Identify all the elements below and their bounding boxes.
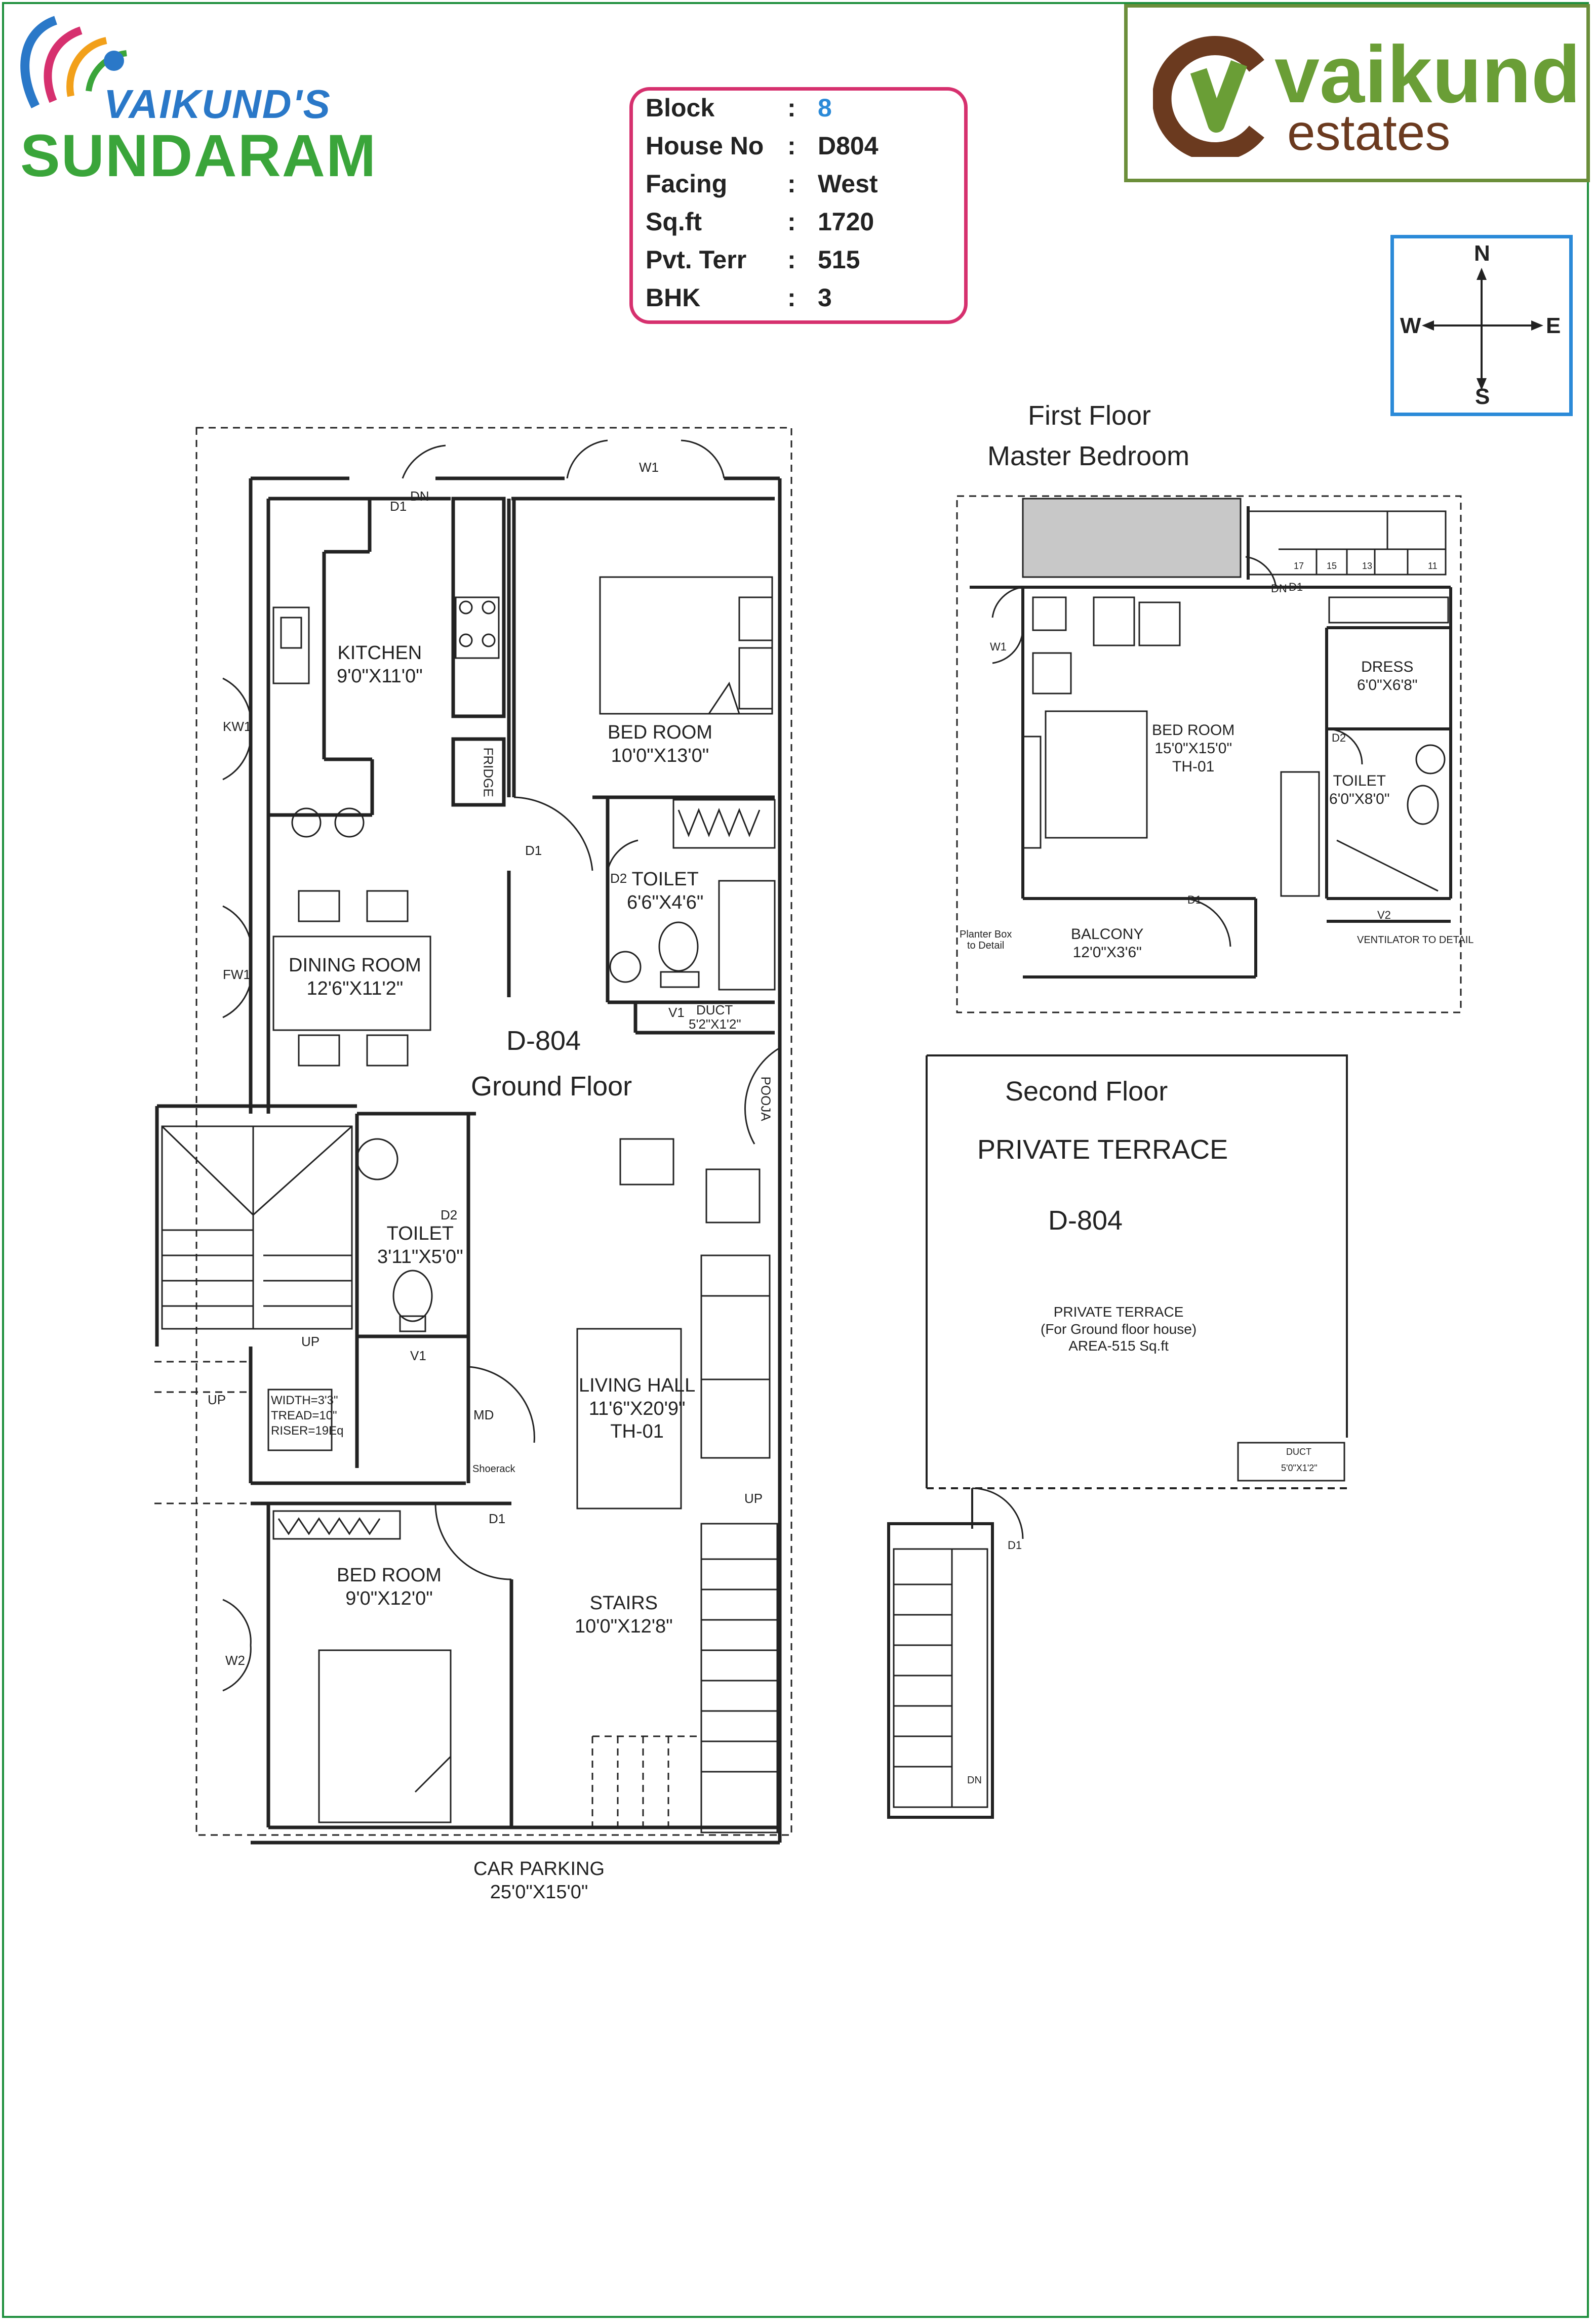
tag-up-stair: UP xyxy=(301,1334,320,1349)
tag-d1-bed2: D1 xyxy=(489,1511,506,1526)
ff-step-15: 15 xyxy=(1327,561,1337,571)
ff-tag-d1-balcony: D1 xyxy=(1187,893,1202,906)
ground-floor-walls xyxy=(155,476,782,1845)
tag-dn-top: DN xyxy=(410,488,429,504)
tag-duct: DUCT xyxy=(696,1002,733,1017)
compass-w: W xyxy=(1400,313,1421,338)
tag-w2: W2 xyxy=(225,1653,245,1668)
sf-tag-dn: DN xyxy=(967,1775,982,1786)
second-floor-subtitle: PRIVATE TERRACE xyxy=(977,1134,1228,1165)
compass-n: N xyxy=(1474,241,1490,266)
ground-floor-fixtures xyxy=(154,439,780,1833)
brand-estates: estates xyxy=(1287,104,1451,161)
sf-tag-d1: D1 xyxy=(1008,1539,1022,1552)
sf-tag-duct-size: 5'0"X1'2" xyxy=(1281,1463,1318,1473)
tag-shoerack: Shoerack xyxy=(472,1463,515,1475)
tag-fw1: FW1 xyxy=(223,967,251,982)
tag-v1: V1 xyxy=(668,1005,685,1020)
tag-up-left: UP xyxy=(208,1392,226,1407)
first-floor-fixtures xyxy=(991,510,1449,947)
tag-up-stairs: UP xyxy=(744,1491,763,1506)
compass-e: E xyxy=(1546,313,1561,338)
tag-v1-2: V1 xyxy=(410,1348,426,1363)
tag-fridge: FRIDGE xyxy=(481,747,496,797)
first-floor-title: First Floor xyxy=(1028,400,1151,431)
ff-step-13: 13 xyxy=(1362,561,1373,571)
ground-floor-unit: D-804 xyxy=(506,1026,581,1056)
ff-step-11: 11 xyxy=(1428,561,1438,571)
ff-tag-ventilator: VENTILATOR TO DETAIL xyxy=(1357,934,1474,946)
ff-tag-d2: D2 xyxy=(1332,731,1346,744)
ff-step-17: 17 xyxy=(1294,561,1304,571)
tag-d2-toilet2: D2 xyxy=(441,1207,458,1222)
ff-tag-w1: W1 xyxy=(990,640,1007,653)
brand-sundaram: SUNDARAM xyxy=(20,123,377,189)
tag-stair-spec: WIDTH=3'3"TREAD=10"RISER=19Eq xyxy=(271,1394,344,1438)
second-floor-unit: D-804 xyxy=(1048,1205,1123,1236)
tag-d1-bed: D1 xyxy=(525,843,542,858)
unit-info-box: Block:8 House No:D804 Facing:West Sq.ft:… xyxy=(629,87,968,324)
brand-vaikund: vaikund xyxy=(1274,29,1581,119)
tag-d1-top: D1 xyxy=(390,499,407,514)
ground-floor-outline xyxy=(195,427,792,1836)
tag-md: MD xyxy=(473,1407,494,1422)
ground-floor-title: Ground Floor xyxy=(471,1071,632,1102)
first-floor-subtitle: Master Bedroom xyxy=(987,441,1190,471)
brand-vaikunds: VAIKUND'S xyxy=(104,81,331,127)
vaikund-estates-logo: vaikund estates xyxy=(1124,4,1590,182)
ff-tag-dn: DN xyxy=(1271,582,1287,595)
second-floor-note: PRIVATE TERRACE(For Ground floor house)A… xyxy=(1041,1304,1197,1354)
compass: N S E W xyxy=(1390,235,1573,416)
sundaram-swirl-logo xyxy=(20,16,127,109)
tag-pooja: POOJA xyxy=(758,1076,774,1121)
compass-s: S xyxy=(1475,384,1490,409)
second-floor-title: Second Floor xyxy=(1005,1076,1168,1107)
compass-arrows-icon xyxy=(1422,268,1543,390)
ff-tag-d1: D1 xyxy=(1289,581,1303,593)
tag-d2-toilet: D2 xyxy=(610,871,627,886)
ff-tag-v2: V2 xyxy=(1377,909,1391,921)
tag-duct-size: 5'2"X1'2" xyxy=(689,1016,741,1032)
vaikund-v-icon xyxy=(1153,36,1264,157)
sf-tag-duct: DUCT xyxy=(1286,1447,1311,1457)
tag-w1-top: W1 xyxy=(639,460,659,475)
tag-kw1: KW1 xyxy=(223,719,252,734)
second-floor-walls xyxy=(887,1054,1348,1819)
